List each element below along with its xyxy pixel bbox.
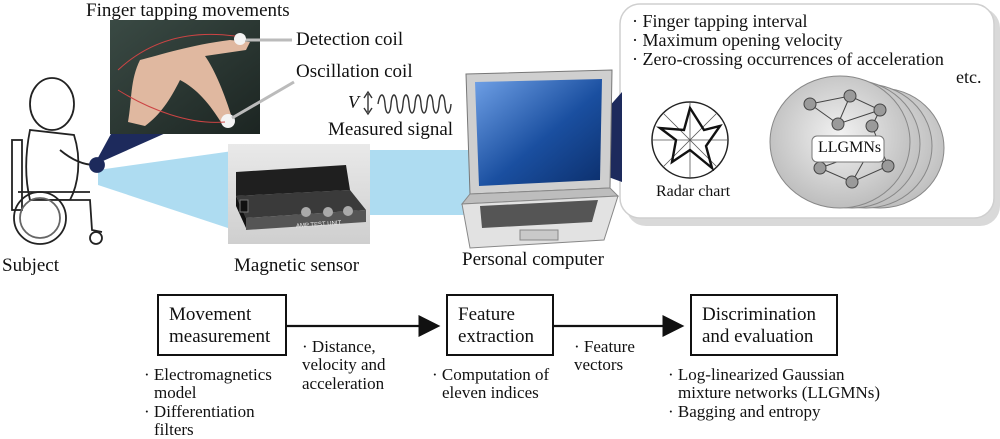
arrow2-label: · Feature vectors <box>574 337 635 375</box>
box-line: Feature <box>458 304 515 325</box>
feature-extraction-notes: · Computation of eleven indices <box>432 365 550 403</box>
llgmns-label: LLGMNs <box>818 139 882 156</box>
arrow-label-line: · Distance, <box>302 337 376 356</box>
movement-measurement-box: Movement measurement <box>157 294 287 356</box>
finger-photo <box>110 20 260 134</box>
feature-extraction-box: Feature extraction <box>446 294 554 356</box>
etc-label: etc. <box>956 67 982 87</box>
discrimination-notes: · Log-linearized Gaussian mixture networ… <box>668 365 881 421</box>
box-line: Discrimination <box>702 304 816 325</box>
arrow-label-line: acceleration <box>302 373 385 393</box>
box-line: extraction <box>458 325 534 347</box>
arrow-label-line: · Feature <box>574 337 635 356</box>
box-line: measurement <box>169 325 271 347</box>
arrow1-label: · Distance, velocity and acceleration <box>302 337 386 393</box>
subject-figure <box>11 77 105 245</box>
personal-computer-label: Personal computer <box>462 249 604 270</box>
detection-coil-label: Detection coil <box>296 29 404 50</box>
movement-notes: · Electromagnetics model · Differentiati… <box>144 365 272 439</box>
radar-chart-label: Radar chart <box>656 183 731 200</box>
magnetic-sensor <box>228 144 370 244</box>
feature-list: · Finger tapping interval · Maximum open… <box>632 12 944 69</box>
magnetic-sensor-label: Magnetic sensor <box>234 255 360 276</box>
finger-tapping-movements-label: Finger tapping movements <box>86 0 290 21</box>
llgmn-network <box>769 75 945 209</box>
discrimination-evaluation-box: Discrimination and evaluation <box>690 294 838 356</box>
note-line: · Differentiation <box>144 401 255 421</box>
note-line: model <box>154 383 197 403</box>
feature-item: · Zero-crossing occurrences of accelerat… <box>632 48 944 69</box>
note-line: · Electromagnetics <box>144 365 272 384</box>
feature-item: · Finger tapping interval <box>632 11 808 31</box>
signal-waveform <box>363 90 452 116</box>
signal-voltage-symbol: V <box>348 92 359 112</box>
photo-callout <box>94 132 168 165</box>
note-line: · Log-linearized Gaussian <box>668 365 845 384</box>
subject-label: Subject <box>2 255 59 276</box>
oscillation-coil-label: Oscillation coil <box>296 61 413 82</box>
measured-signal-label: Measured signal <box>328 119 454 140</box>
note-line: mixture networks (LLGMNs) <box>678 383 881 403</box>
box-line: and evaluation <box>702 325 814 347</box>
note-line: eleven indices <box>442 383 539 403</box>
laptop <box>460 69 620 249</box>
box-line: Movement <box>169 304 252 325</box>
arrow-label-line: velocity and <box>302 355 386 375</box>
arrow-label-line: vectors <box>574 355 624 375</box>
note-line: filters <box>154 420 194 439</box>
signal-beam <box>98 150 472 232</box>
note-line: · Computation of <box>432 365 550 384</box>
note-line: · Bagging and entropy <box>668 401 821 421</box>
radar-chart <box>651 101 729 179</box>
feature-item: · Maximum opening velocity <box>632 29 843 50</box>
